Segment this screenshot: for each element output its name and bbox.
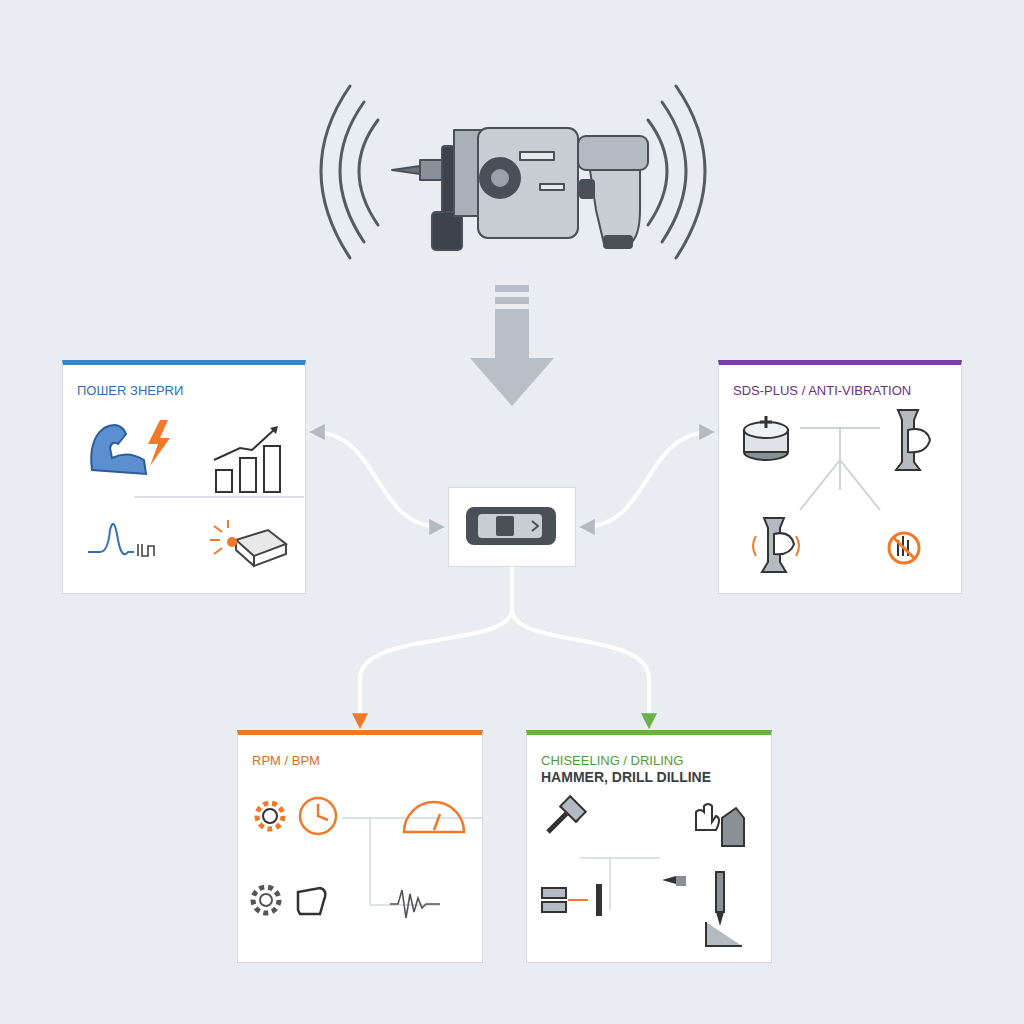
panel-title: ПОШЕR ЗНЕРRИ [77,383,293,399]
panel-title: RPM / BPM [252,753,470,769]
connector-arrow [312,432,442,527]
hammer-drill [321,86,705,258]
switch-box [448,487,576,567]
panel-grounds [62,360,962,963]
feature-panel: RPM / BPM [237,730,483,963]
power-icons [88,420,304,566]
chisel-icons [542,796,744,946]
connector-arrow [512,569,649,726]
panel-subtitle: HAMMER, DRILL DILLINE [541,769,759,787]
switch-icon [466,507,556,545]
panel-title: SDS-PLUS / ANTI-VIBRATION [733,383,949,399]
down-arrow [470,285,554,406]
sds-icons [744,410,930,572]
feature-panel: SDS-PLUS / ANTI-VIBRATION [718,360,962,594]
panel-title: CHISEELING / DRILING [541,753,759,769]
feature-panel: CHISEELING / DRILINGHAMMER, DRILL DILLIN… [526,730,772,963]
rpm-icons [253,798,482,918]
connector-arrow [360,569,512,726]
connector-arrow [582,432,712,527]
feature-panel: ПОШЕR ЗНЕРRИ [62,360,306,594]
